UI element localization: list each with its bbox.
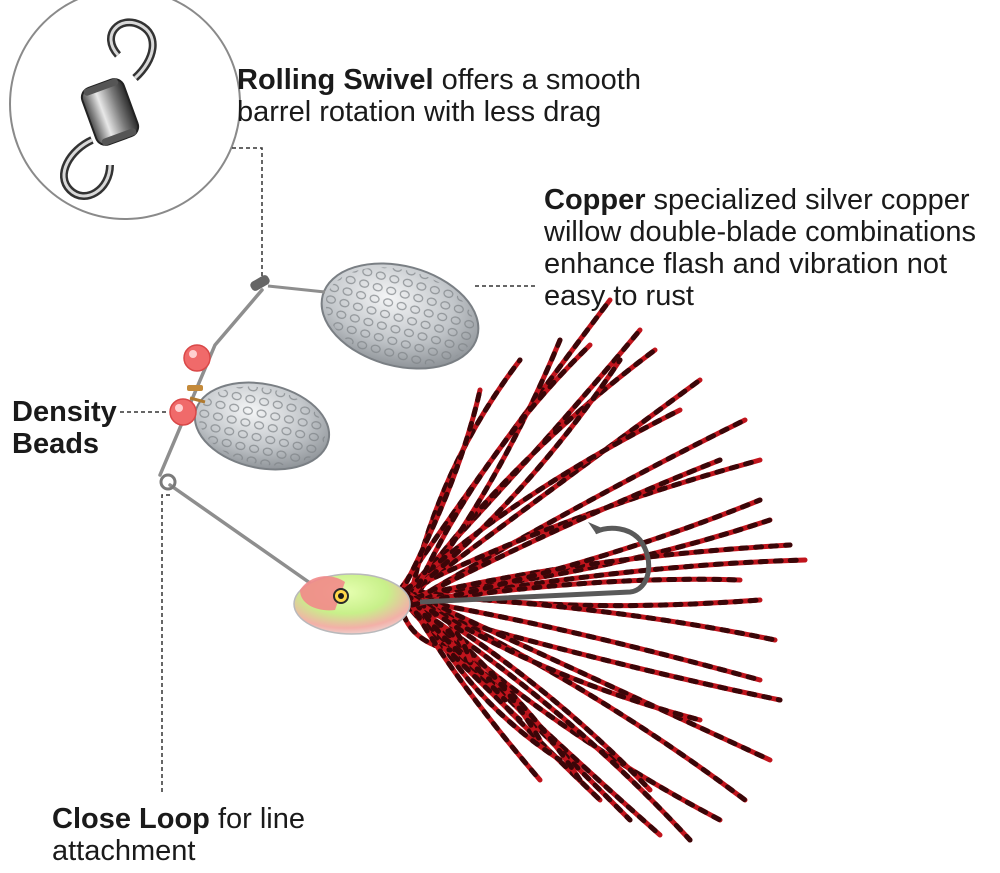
copper-blade-label: Copper specialized silver copper willow … [544,184,1000,312]
skirt-strand-stripe [406,337,563,608]
close-loop-description: for line attachment [52,803,305,867]
skirt-strand-stripe [406,597,543,783]
rolling-swivel-icon [9,0,241,220]
density-beads-line1: Density [12,396,117,428]
close-loop-label: Close Loop for line attachment [52,803,372,867]
skirt-strand-stripe [409,342,593,603]
copper-blade-title: Copper [544,184,646,216]
skirt-strand-stripe [406,457,763,593]
skirt-strand-stripe [403,592,748,803]
rolling-swivel-description: offers a smooth barrel rotation with les… [237,64,641,128]
skirt-strand-stripe [409,497,763,608]
skirt-strand-stripe [403,592,653,793]
skirt-strand-stripe [397,542,793,603]
skirt-strand-stripe [400,587,703,723]
skirt-strand-stripe [406,587,493,683]
skirt-strand-stripe [409,597,763,683]
skirt-strand-stripe [397,387,483,598]
skirt-strand-stripe [397,602,783,703]
rolling-swivel-label: Rolling Swivel offers a smooth barrel ro… [237,64,697,128]
skirt-strand-stripe [397,592,543,743]
copper-blade-description: specialized silver copper willow double-… [544,184,977,312]
skirt-strand-stripe [409,517,773,598]
close-loop-title: Close Loop [52,803,210,835]
skirt-strand-stripe [400,587,773,763]
skirt-strand-stripe [406,357,623,598]
skirt-strand-stripe [403,587,763,609]
density-beads-line2: Beads [12,428,100,460]
skirt-strand-stripe [403,407,683,593]
skirt-strand-stripe [400,457,723,608]
rolling-swivel-title: Rolling Swivel [237,64,434,96]
